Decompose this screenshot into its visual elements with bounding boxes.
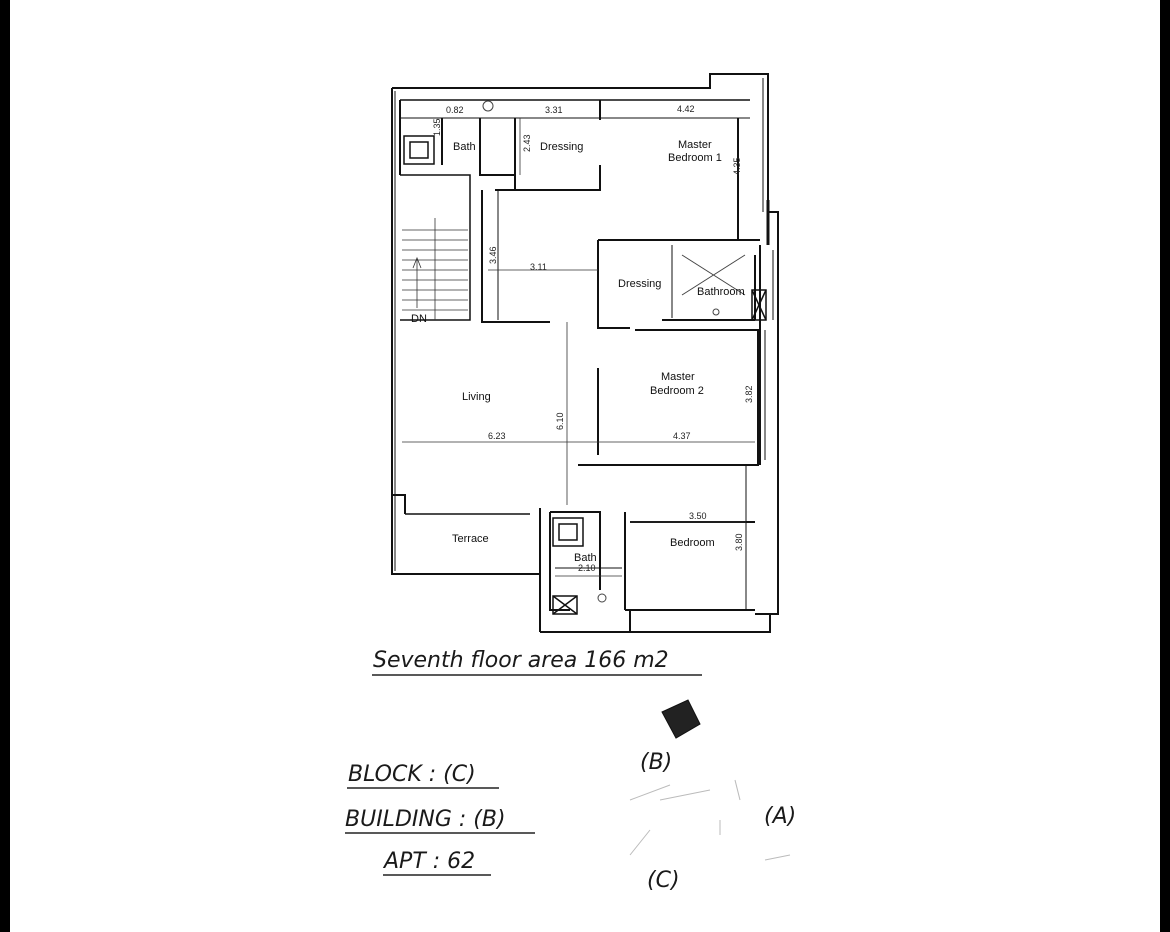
stairs-down-label: DN [411,313,427,325]
dimension-label: 3.31 [545,105,563,115]
site-label-a: (A) [764,804,797,829]
dimension-label: 4.42 [677,104,695,114]
room-label-dressing: Dressing [540,141,584,153]
room-label-master-bedroom-1-line2: Bedroom 1 [668,152,722,164]
site-label-b: (B) [640,750,673,775]
dimension-label: 4.37 [673,431,691,441]
outer-wall [392,73,779,615]
floor-plan-drawing [345,73,791,876]
room-label-master-bedroom-2-line1: Master [661,371,695,383]
floor-plan-page: Bath Dressing Master Bedroom 1 Dressing … [10,0,1160,932]
room-label-master-bedroom-2-line2: Bedroom 2 [650,385,704,397]
room-label-living: Living [462,391,491,403]
room-label-bedroom: Bedroom [670,537,715,549]
dimension-label: 3.80 [734,533,744,551]
dimension-label: 1.35 [432,118,442,136]
site-label-c: (C) [647,868,680,893]
dimension-label: 2.10 [578,563,596,573]
dimension-label: 2.43 [522,134,532,152]
dimension-label: 6.10 [555,412,565,430]
room-label-dressing-2: Dressing [618,278,662,290]
dimension-label: 3.50 [689,511,707,521]
dimension-label: 4.35 [732,157,742,175]
dimension-label: 6.23 [488,431,506,441]
block-label: BLOCK : (C) [348,762,476,787]
apartment-label: APT : 62 [384,849,476,874]
dimension-label: 0.82 [446,105,464,115]
site-plan-sketch [629,699,791,861]
room-label-bath: Bath [453,141,476,153]
room-label-master-bedroom-1-line1: Master [678,139,712,151]
dimension-label: 3.82 [744,385,754,403]
room-label-bathroom: Bathroom [697,286,745,298]
outer-wall-left [391,88,539,575]
dimension-label: 3.46 [488,246,498,264]
floor-area-caption: Seventh floor area 166 m2 [373,648,669,673]
room-label-terrace: Terrace [452,533,489,545]
room-label-bath-2: Bath [574,552,597,564]
building-label: BUILDING : (B) [345,807,506,832]
dimension-label: 3.11 [530,262,547,272]
